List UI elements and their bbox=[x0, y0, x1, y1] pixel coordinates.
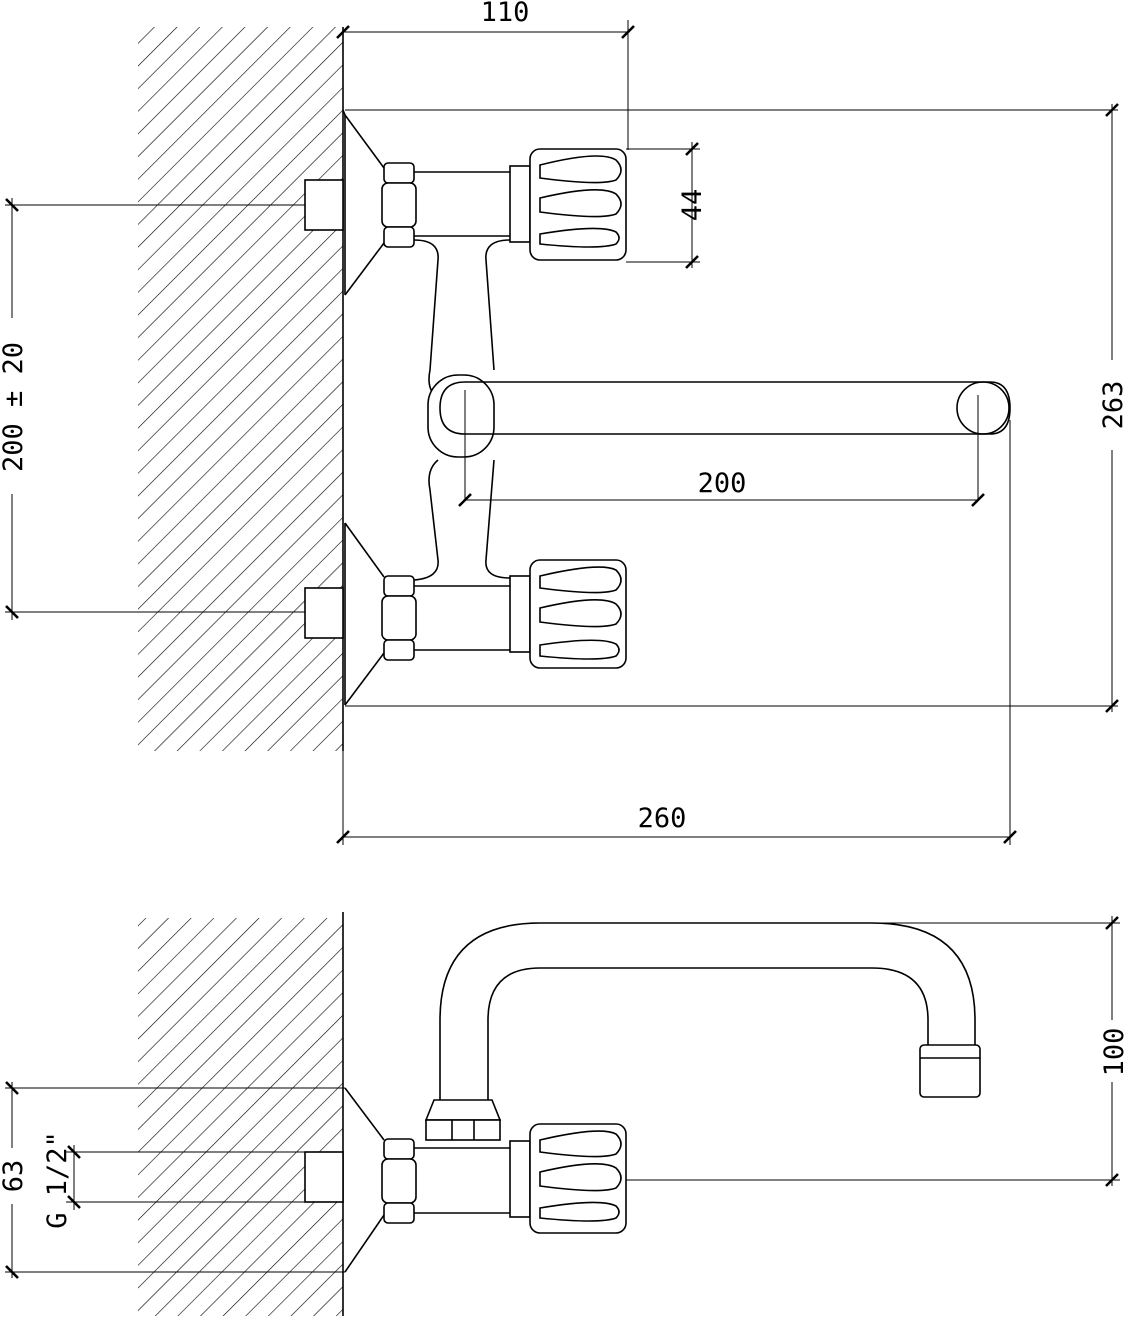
dim-top-width-label: 110 bbox=[481, 0, 530, 28]
dim-overall-width: 260 bbox=[336, 420, 1017, 845]
dim-handle-height: 44 bbox=[626, 142, 708, 269]
dim-center-distance-label: 200 ± 20 bbox=[0, 342, 29, 472]
dim-thread-label: G 1/2" bbox=[42, 1131, 73, 1229]
side-spout bbox=[439, 922, 976, 1100]
front-spout bbox=[427, 374, 1011, 500]
lower-handle bbox=[509, 559, 627, 669]
upper-handle bbox=[509, 148, 627, 261]
side-escutcheon bbox=[344, 1087, 510, 1273]
dim-center-distance: 200 ± 20 bbox=[0, 198, 305, 620]
mixer-body bbox=[413, 239, 511, 581]
dim-spout-length: 200 bbox=[458, 468, 985, 507]
dim-wall-depth-label: 63 bbox=[0, 1160, 29, 1193]
wall-hatch-bottom bbox=[138, 918, 343, 1316]
spout-swivel-nut bbox=[424, 1099, 502, 1141]
dim-spout-height-label: 100 bbox=[1099, 1028, 1127, 1077]
dim-thread: G 1/2" bbox=[42, 1131, 305, 1229]
dim-spout-height: 100 bbox=[626, 916, 1127, 1187]
side-handle bbox=[509, 1123, 627, 1234]
wall-hatch-top bbox=[138, 27, 343, 751]
dim-top-width: 110 bbox=[336, 0, 635, 150]
side-view: 100 63 G 1/2" bbox=[0, 912, 1127, 1316]
threaded-connection bbox=[304, 1151, 344, 1203]
dim-overall-height-label: 263 bbox=[1098, 381, 1127, 430]
dim-overall-height: 263 bbox=[345, 103, 1127, 713]
front-view: 110 44 263 200 bbox=[0, 0, 1127, 845]
dim-wall-depth: 63 bbox=[0, 1081, 345, 1279]
upper-wall-connector bbox=[304, 109, 510, 296]
spout-aerator bbox=[919, 1044, 981, 1098]
dim-spout-length-label: 200 bbox=[698, 468, 747, 499]
lower-wall-connector bbox=[304, 522, 510, 706]
dim-overall-width-label: 260 bbox=[638, 803, 687, 834]
dim-handle-height-label: 44 bbox=[677, 189, 708, 222]
